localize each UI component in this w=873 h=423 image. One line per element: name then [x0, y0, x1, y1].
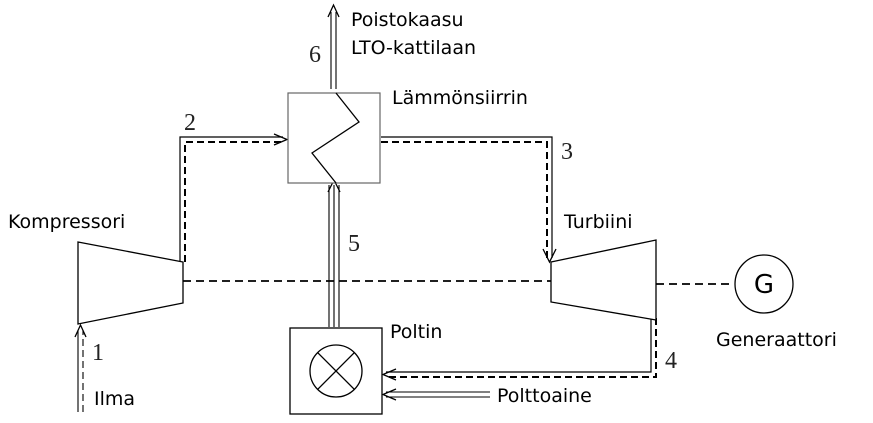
exhaust-label-line1: Poistokaasu — [351, 9, 464, 31]
stream-3-line — [381, 136, 557, 264]
generator-label: Generaattori — [716, 329, 837, 351]
generator-circle — [734, 254, 794, 314]
stream-2-line — [179, 133, 289, 262]
stream-number-1: 1 — [92, 340, 104, 366]
stream-6-line — [327, 3, 340, 89]
generator-symbol: G — [754, 270, 774, 300]
burner-label: Poltin — [390, 321, 442, 343]
air-label: Ilma — [94, 388, 135, 410]
stream-5-line — [327, 178, 341, 327]
heat-exchanger-label: Lämmönsiirrin — [392, 87, 528, 109]
stream-number-2: 2 — [184, 110, 196, 136]
compressor-shape — [77, 241, 184, 325]
stream-4-line — [381, 318, 657, 381]
stream-1-line — [74, 323, 87, 412]
fuel-inlet-line — [381, 388, 490, 401]
exhaust-label-line2: LTO-kattilaan — [351, 37, 476, 59]
fuel-label: Polttoaine — [497, 385, 592, 407]
turbine-shape — [550, 239, 657, 321]
stream-number-6: 6 — [309, 42, 321, 68]
turbine-label: Turbiini — [563, 211, 633, 233]
heat-exchanger-zigzag — [311, 92, 360, 184]
stream-number-4: 4 — [665, 348, 677, 374]
stream-number-3: 3 — [561, 139, 573, 165]
stream-number-5: 5 — [348, 231, 360, 257]
compressor-label: Kompressori — [8, 211, 125, 233]
